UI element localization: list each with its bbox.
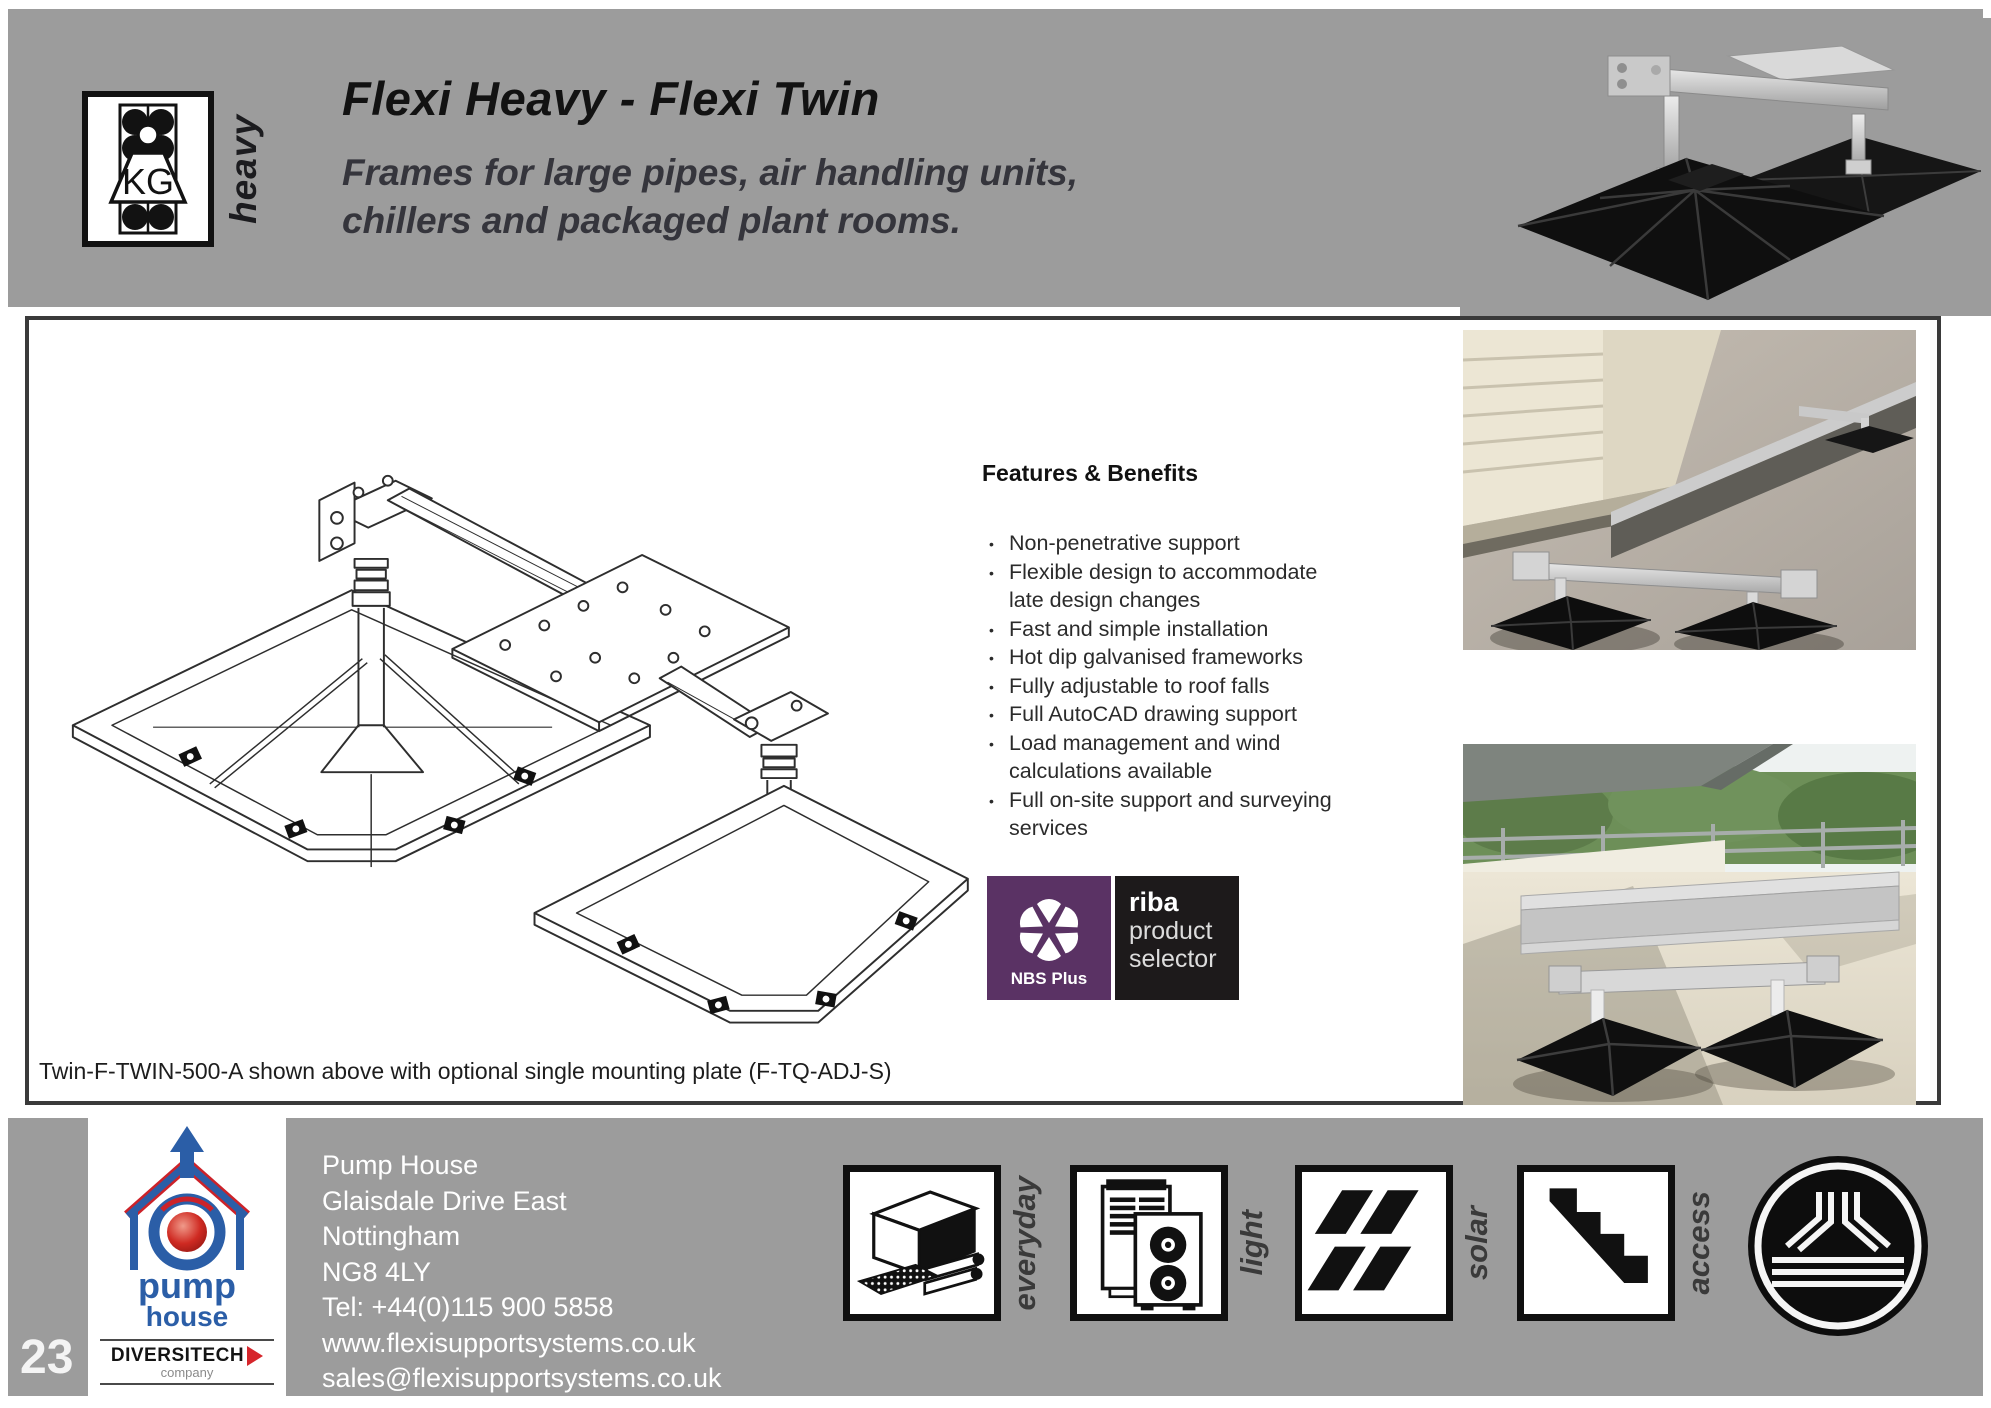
features-heading: Features & Benefits <box>982 460 1199 486</box>
subtitle-line-1: Frames for large pipes, air handling uni… <box>342 152 1079 193</box>
category-solar-icon-box <box>1295 1165 1453 1321</box>
contact-website-link[interactable]: www.flexisupportsystems.co.uk <box>322 1327 696 1358</box>
main-content-panel: Features & Benefits Non-penetrative supp… <box>25 316 1941 1105</box>
feature-item: Fast and simple installation <box>982 615 1352 643</box>
pump-wordmark: pump <box>138 1265 236 1306</box>
feature-item: Hot dip galvanised frameworks <box>982 643 1352 672</box>
technical-drawing-twin-frame <box>71 474 969 1024</box>
contact-email-link[interactable]: sales@flexisupportsystems.co.uk <box>322 1363 722 1393</box>
category-label-access: access <box>1681 1191 1716 1295</box>
category-label-light: light <box>1234 1210 1269 1276</box>
kg-label: KG <box>122 161 174 202</box>
category-everyday-icon-box <box>843 1165 1001 1321</box>
feature-item: Fully adjustable to roof falls <box>982 672 1352 700</box>
drawing-caption: Twin-F-TWIN-500-A shown above with optio… <box>39 1058 892 1084</box>
diversitech-wordmark: DIVERSITECH <box>110 1345 245 1366</box>
feature-item: Full AutoCAD drawing support <box>982 700 1352 729</box>
diversitech-company-label: company <box>160 1365 214 1380</box>
product-render-photo <box>1460 18 1991 316</box>
contact-details: Pump House Glaisdale Drive East Nottingh… <box>322 1148 722 1397</box>
page-number: 23 <box>20 1331 74 1384</box>
heavy-label-text: heavy <box>223 114 264 224</box>
riba-label: riba <box>1129 887 1179 917</box>
feature-item: Non-penetrative support <box>982 529 1352 558</box>
installation-photo-ahu <box>1463 330 1916 650</box>
nbs-plus-badge: NBS Plus <box>987 876 1111 1000</box>
subtitle-line-2: chillers and packaged plant rooms. <box>342 200 961 241</box>
duct-and-pipes-icon <box>856 1190 985 1296</box>
contact-line: Pump House <box>322 1150 479 1180</box>
house-wordmark: house <box>146 1301 228 1332</box>
ac-units-icon <box>1100 1179 1203 1311</box>
feature-item: Flexible design to accommodate late desi… <box>982 558 1352 615</box>
category-label-heavy: heavy <box>222 91 266 247</box>
contact-line: NG8 4LY <box>322 1256 432 1287</box>
staircase-icon <box>1549 1188 1648 1284</box>
diversitech-arrow-icon <box>247 1346 264 1366</box>
flower-icon <box>1019 899 1079 961</box>
riba-product-selector-badge: riba product selector <box>1115 876 1239 1000</box>
features-list: Non-penetrative support Flexible design … <box>982 529 1352 843</box>
contact-line: Glaisdale Drive East <box>322 1185 567 1216</box>
pump-house-logo: pump house <box>124 1126 250 1332</box>
contact-line: Nottingham <box>322 1221 461 1251</box>
category-label-solar: solar <box>1459 1205 1494 1281</box>
feature-item: Full on-site support and surveying servi… <box>982 786 1352 843</box>
contact-phone: Tel: +44(0)115 900 5858 <box>322 1292 614 1322</box>
category-access-icon-box <box>1517 1165 1675 1321</box>
clamp-fittings <box>178 746 918 1015</box>
page-title: Flexi Heavy - Flexi Twin <box>342 72 880 125</box>
support-frame-roundel-icon <box>1748 1156 1928 1336</box>
page-subtitle: Frames for large pipes, air handling uni… <box>342 149 1078 245</box>
diversitech-logo: DIVERSITECH company <box>100 1339 274 1385</box>
feature-item: Load management and wind calculations av… <box>982 729 1352 786</box>
solar-panels-icon <box>1307 1190 1419 1291</box>
riba-product-label: product <box>1129 917 1213 945</box>
category-label-everyday: everyday <box>1007 1175 1042 1311</box>
header-band: KG heavy Flexi Heavy - Flexi Twin Frames… <box>8 9 1991 316</box>
pump-house-logo-strip: pump house DIVERSITECH company <box>88 1112 286 1408</box>
riba-selector-label: selector <box>1129 945 1217 973</box>
category-light-icon-box <box>1070 1165 1228 1321</box>
installation-photo-roof <box>1463 744 1916 1105</box>
kg-weight-icon: KG <box>82 91 214 247</box>
features-section: Features & Benefits Non-penetrative supp… <box>982 460 1352 843</box>
nbs-plus-label: NBS Plus <box>1010 969 1088 988</box>
